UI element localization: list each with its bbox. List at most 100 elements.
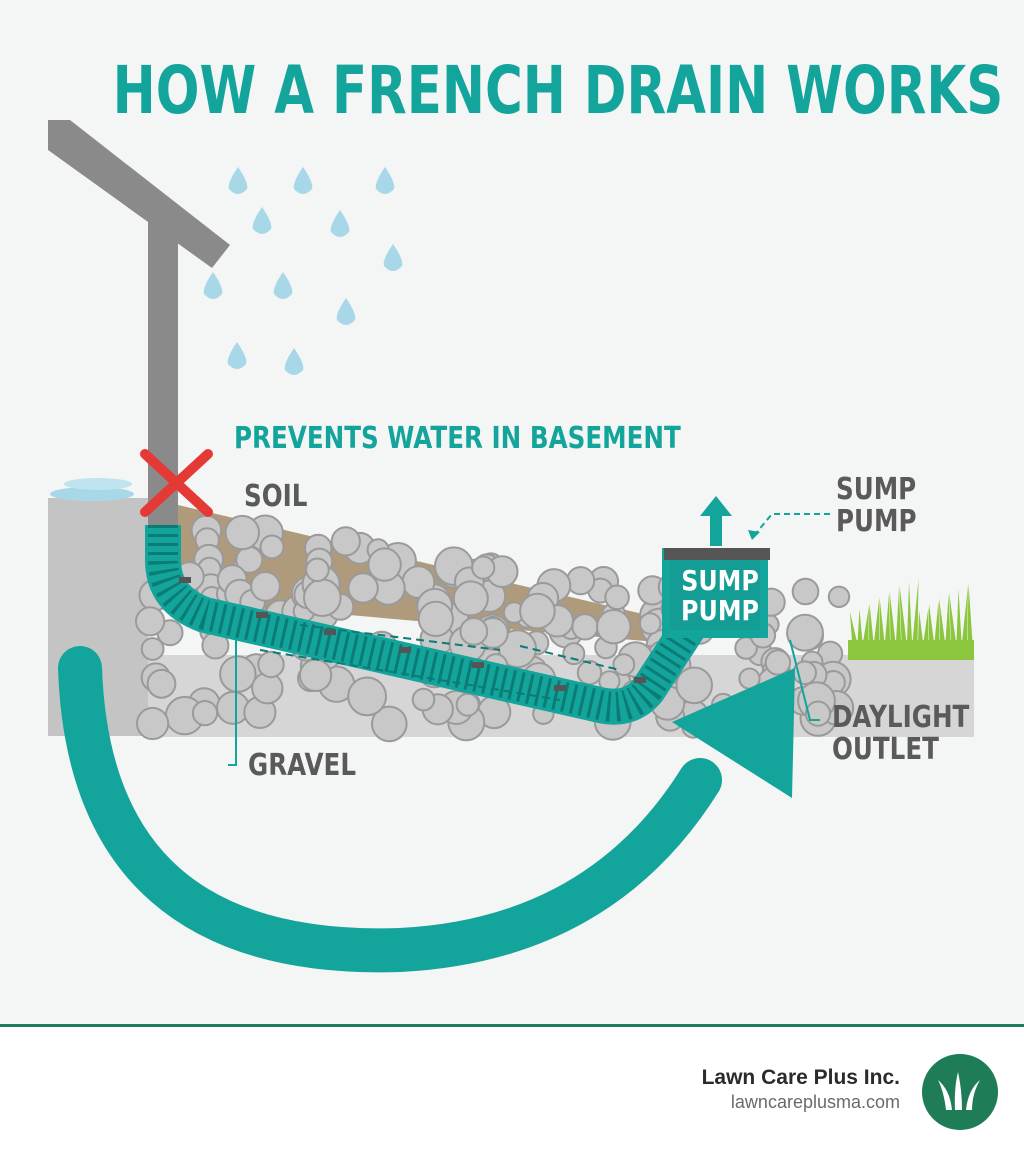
gravel-stone [259,534,285,560]
prevents-label: PREVENTS WATER IN BASEMENT [234,421,681,456]
rain-drop [375,167,395,194]
company-name: Lawn Care Plus Inc. [701,1066,900,1089]
grass-blade [899,585,907,642]
pipe-hole [554,685,566,691]
rain-drops [203,167,403,375]
pump-box-line2: PUMP [681,594,759,628]
gravel-stone [411,687,436,712]
grass-blade [912,579,919,642]
gravel-stone [471,555,496,580]
gravel-stone [459,617,489,646]
gravel-stone [786,613,824,652]
grass-blade [868,603,874,642]
gravel-stone [136,706,170,741]
gravel-stone [498,629,537,669]
rain-drop [336,298,356,325]
leader-lines [228,513,830,766]
gravel-stone [452,580,489,617]
rain-drop [383,244,403,271]
gravel-stone [347,676,388,717]
pump-box-label: SUMP PUMP [676,564,764,628]
gravel-stone [135,606,166,637]
cross-mark-icon [140,449,213,517]
curved-arrow-icon [58,646,795,973]
gravel-stone [455,692,480,717]
rain-drop [273,272,293,299]
rain-drop [330,210,350,237]
grass-logo-icon [922,1054,998,1130]
rain-drop [284,348,304,375]
grass-blade [923,607,929,642]
gravel-stone [604,584,630,611]
grass-blade [939,598,945,642]
gravel-stone [566,566,596,596]
sump-pump-label-line2: PUMP [836,504,917,540]
gravel-label: GRAVEL [248,748,357,783]
footer [0,1027,1024,1154]
pipe-hole [634,677,646,683]
sump-pump-label: SUMP PUMP [836,472,917,540]
grass-blade [929,604,934,642]
gravel-stone [250,571,281,602]
pipe-hole [399,647,411,653]
gravel-stone [371,705,408,743]
grass-blade [945,595,951,642]
rain-drop [227,342,247,369]
page-title: HOW A FRENCH DRAIN WORKS [112,52,1004,129]
grass-blade [934,601,940,642]
gravel-stone [140,637,165,661]
grass-blade [857,609,863,642]
gravel-stone [638,612,662,635]
gravel-stone [146,668,177,699]
grass-blade [885,594,890,642]
gravel-stone [305,557,330,583]
rain-drop [293,167,313,194]
grass-blade [863,606,869,642]
grass-blade [918,610,923,642]
rain-drop [203,272,223,299]
gravel-stone [804,700,832,727]
grass-blade [879,597,885,642]
grass-blade [962,586,968,642]
daylight-line1: DAYLIGHT [832,700,970,735]
grass-blade [889,591,896,642]
arrow-up-icon [700,496,732,546]
gravel-stone [191,700,219,727]
soil-label: SOIL [244,479,308,514]
grass-blade [956,589,962,642]
gravel-stone [224,514,261,551]
gravel-stone [562,642,586,666]
grass-blade [874,600,879,642]
gravel-stone [298,658,333,692]
grass-blade [850,612,857,642]
pipe-hole [256,612,268,618]
grass-blade [896,588,901,642]
grass-blade [907,582,912,642]
brand-block: Lawn Care Plus Inc. lawncareplusma.com [702,1066,900,1113]
gravel-stone [571,613,599,641]
gravel-stone [519,592,556,630]
gravel-stone [303,578,342,618]
pipe-hole [472,662,484,668]
drain-pipe [145,525,716,725]
grass-blade [967,583,973,642]
grass-blade [949,592,956,642]
gravel-stone [367,547,402,582]
grass [848,579,974,660]
company-url[interactable]: lawncareplusma.com [730,1092,900,1112]
rain-drop [252,207,272,234]
roof [48,120,230,268]
gravel-stone [675,666,714,705]
gravel-stone [612,653,636,676]
footer-divider [0,1024,1024,1027]
puddle [50,478,134,501]
gravel-stone [219,655,257,693]
gravel-stone [827,585,851,608]
gravel-stone [417,600,454,638]
pump-box-line1: SUMP [681,564,759,597]
gravel-stone [257,650,285,679]
sump-pump-label-line1: SUMP [836,472,917,507]
gravel-stone [330,526,361,557]
daylight-outlet-label: DAYLIGHT OUTLET [832,700,970,767]
